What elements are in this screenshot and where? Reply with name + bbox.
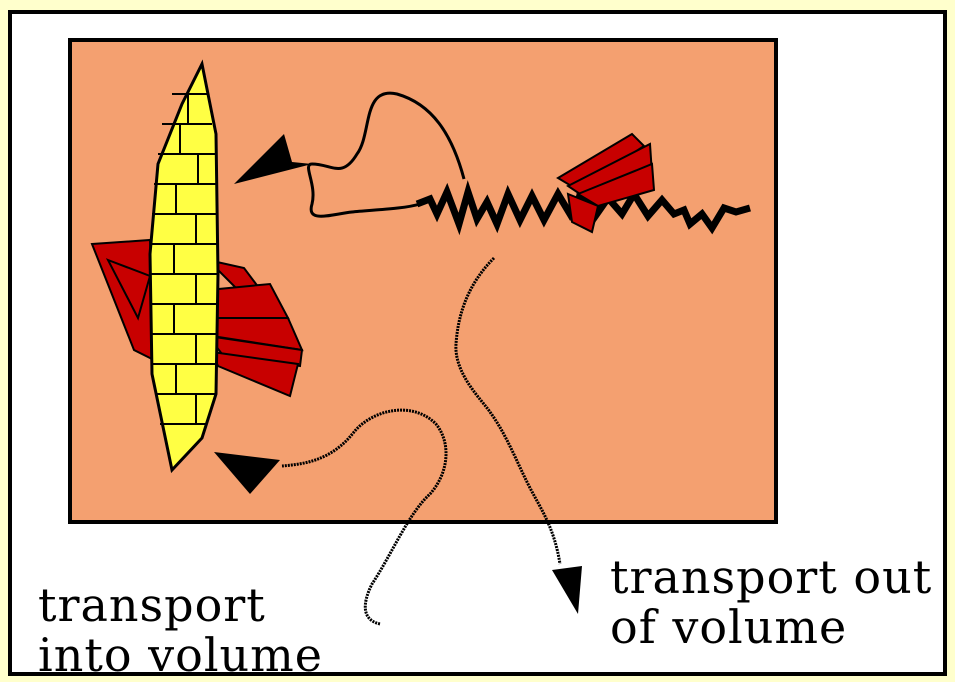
outflow-path (454, 256, 562, 565)
upper-transport-path (306, 91, 466, 218)
upper-arrowhead-icon (234, 134, 312, 184)
outflow-arrowhead-icon (552, 566, 582, 614)
yellow-plant-stem-icon (148, 59, 220, 474)
inflow-path (281, 408, 448, 626)
right-leaves-icon (556, 132, 656, 234)
inflow-arrowhead-icon (214, 452, 280, 494)
transport-diagram (68, 38, 778, 626)
